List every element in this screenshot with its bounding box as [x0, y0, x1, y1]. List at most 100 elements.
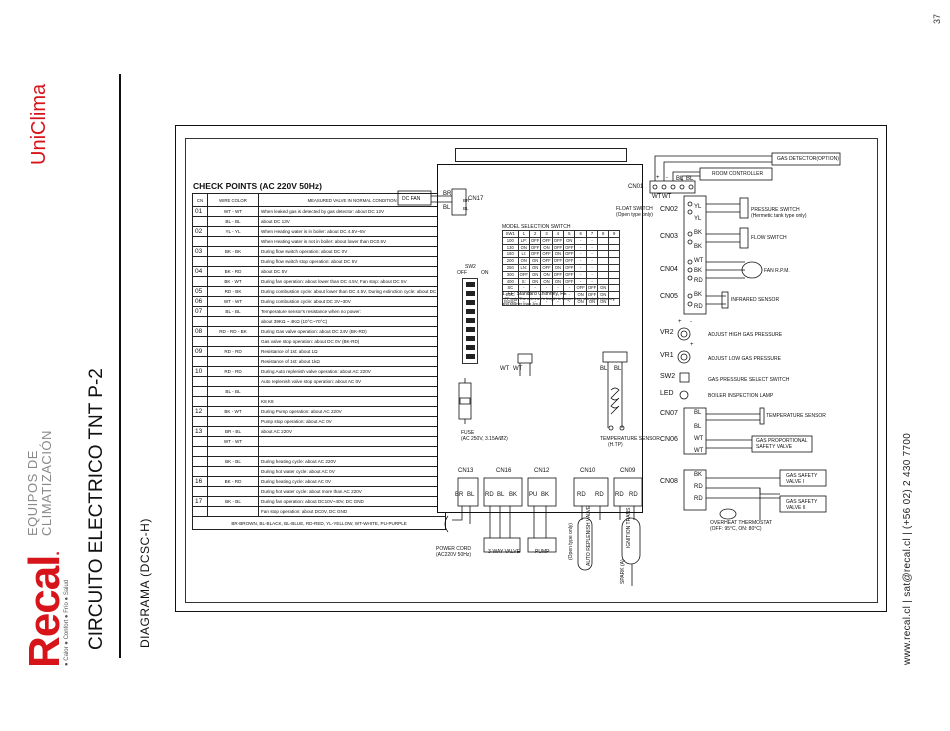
gas-detector-label: GAS DETECTOR(OPTION) [777, 156, 839, 162]
cn16-wire-bl: BL [497, 492, 505, 498]
model-selection-title: MODEL SELECTION SWITCH [502, 224, 571, 230]
cn02-wire-yl2: YL [694, 216, 702, 222]
mid-wire-bl2: BL [614, 366, 622, 372]
cn07-wire-bl1: BL [694, 410, 702, 416]
fuse-label: FUSE [461, 430, 475, 436]
infrared-sensor-label: INFRARED SENSOR [731, 297, 780, 303]
cn12-wire-bk: BK [541, 492, 550, 498]
adjust-high-label: ADJUST HIGH GAS PRESSURE [708, 332, 783, 338]
cn08-wire-rd1: RD [694, 484, 703, 490]
gas-safety1-sub: VALVE I [786, 479, 805, 485]
cn13-label: CN13 [458, 468, 474, 474]
sw2-dip-switch [462, 278, 478, 364]
room-controller-label: ROOM CONTROLLER [712, 171, 764, 177]
title-divider [119, 74, 121, 658]
wire-color-legend-row: BR-BROWN, BL-BLACK, BL-BLUE, RD-RED, YL-… [191, 516, 447, 530]
control-board [437, 164, 643, 513]
three-way-valve-label: 3-WAY VALVE [488, 549, 520, 555]
cn04-wire-bk: BK [694, 268, 703, 274]
sw2-title: SW2 [465, 264, 476, 270]
gas-safety1-label: GAS SAFETY [786, 473, 818, 479]
dc-fan-wire-bl: BL [443, 205, 451, 211]
cn12-wire-pu: PU [529, 492, 538, 498]
fuse-sub: (AC 250V, 3.15A/Ø2) [461, 436, 508, 442]
cn03-wire-bk1: BK [694, 230, 703, 236]
auto-valve-note: (Open type only) [568, 523, 574, 560]
cn01-wire-bl1: BL [676, 176, 684, 182]
cn01-wire-wt1: WT [652, 194, 662, 200]
mid-wire-wt2: WT [513, 366, 523, 372]
vr2-label: VR2 [660, 329, 674, 336]
cn08-label: CN08 [660, 478, 678, 485]
overheat-sub: (OFF: 95°C, ON: 80°C) [710, 526, 762, 532]
cn05-wire-bk: BK [694, 292, 703, 298]
cn01-label: CN01 [628, 184, 644, 190]
checkpoints-table: CN WIRE COLOR MEASURED VALVE IN NORMAL C… [191, 193, 447, 530]
overheat-label: OVERHEAT THERMOSTAT [710, 520, 773, 526]
cn04-wire-rd: RD [694, 278, 703, 284]
pump-label: PUMP [535, 549, 550, 555]
dc-fan-wire-br: BR [443, 191, 452, 197]
cn05-label: CN05 [660, 293, 678, 300]
vr2-minus: - [690, 319, 692, 325]
float-switch-sub: (Open type only) [616, 212, 653, 218]
ignition-label: IGNITION TRANS [626, 507, 632, 548]
cn12-label: CN12 [534, 468, 550, 474]
adjust-low-label: ADJUST LOW GAS PRESSURE [708, 356, 781, 362]
gas-safety2-sub: VALVE II [786, 505, 806, 511]
gas-prop-valve-sub: SAFETY VALVE [756, 444, 793, 450]
auto-valve-label: AUTO REPLENISH VALVE [586, 505, 592, 566]
cn13-wire-bl: BL [467, 492, 475, 498]
cn06-wire-wt1: WT [694, 436, 704, 442]
cn02-wire-yl1: YL [694, 204, 702, 210]
fan-rpm-label: FAN R.P.M. [764, 268, 790, 274]
cn06-wire-wt2: WT [694, 448, 704, 454]
cn03-label: CN03 [660, 233, 678, 240]
cn07-label: CN07 [660, 410, 678, 417]
temp-sensor-right-label: TEMPERATURE SENSOR [766, 413, 826, 419]
sw2-on: ON [481, 270, 489, 276]
model-cell: ON [585, 297, 599, 306]
model-note-1: 1. FF: Standard Chimney, FE [502, 291, 567, 297]
pressure-switch-label: PRESSURE SWITCH [751, 207, 800, 213]
sw2-right-label: SW2 [660, 373, 676, 380]
vr1-plus: + [690, 342, 694, 348]
led-label: LED [660, 390, 674, 397]
cn04-label: CN04 [660, 266, 678, 273]
vr2-plus: + [678, 319, 682, 325]
power-cord-sub: (AC220V 50Hz) [436, 552, 472, 558]
cn10-label: CN10 [580, 468, 596, 474]
cn07-wire-bl2: BL [694, 424, 702, 430]
cn16-label: CN16 [496, 468, 512, 474]
gas-safety2-label: GAS SAFETY [786, 499, 818, 505]
cn01-wire-bl2: BL [686, 176, 694, 182]
cn02-label: CN02 [660, 206, 678, 213]
cn04-wire-wt: WT [694, 258, 704, 264]
mid-wire-wt1: WT [500, 366, 510, 372]
temp-sensor-mid-label: TEMPERATURE SENSOR [600, 436, 660, 442]
cn16-wire-bk: BK [509, 492, 518, 498]
boiler-lamp-label: BOILER INSPECTION LAMP [708, 393, 774, 399]
gas-select-label: GAS PRESSURE SELECT SWITCH [708, 377, 790, 383]
vr1-label: VR1 [660, 352, 674, 359]
cn06-label: CN06 [660, 436, 678, 443]
model-cell [608, 297, 621, 306]
diagram-frame [175, 125, 887, 612]
flow-switch-label: FLOW SWITCH [751, 235, 787, 241]
float-switch-label: FLOAT SWITCH [616, 206, 653, 212]
cn08-wire-bk: BK [694, 472, 703, 478]
dc-fan-label: DC FAN [402, 196, 421, 202]
cn09-wire-rd1: RD [615, 492, 624, 498]
cn01-wire-wt2: WT [662, 194, 672, 200]
cn16-wire-rd: RD [485, 492, 494, 498]
wire-color-legend: BR-BROWN, BL-BLACK, BL-BLUE, RD-RED, YL-… [191, 516, 447, 530]
cn01-minus: - [666, 175, 668, 181]
cn13-wire-br: BR [455, 492, 464, 498]
